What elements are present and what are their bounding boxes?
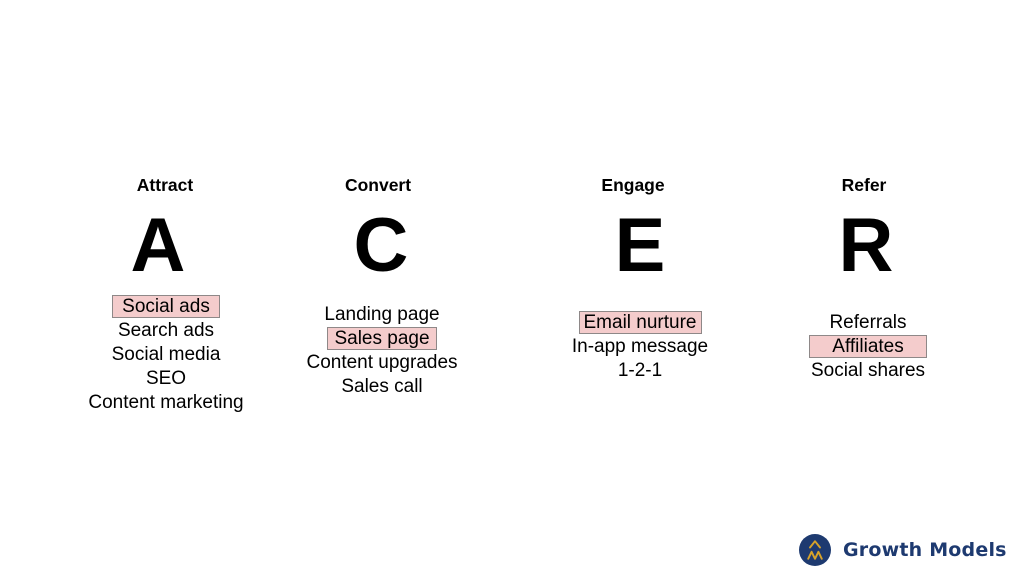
brand-name: Growth Models <box>843 539 1007 561</box>
tactics-list: Social ads Search ads Social media SEO C… <box>46 295 286 415</box>
tactic-item: Sales call <box>341 376 423 397</box>
tactic-item: Email nurture <box>520 311 760 335</box>
highlighted-tactic: Email nurture <box>578 311 702 334</box>
mountain-monogram-icon <box>799 534 831 566</box>
tactic-item: Social ads <box>46 295 286 319</box>
column-letter: C <box>353 202 409 288</box>
column-convert: Convert C Landing page Sales page Conten… <box>262 173 502 399</box>
tactic-item: Sales page <box>262 327 502 351</box>
highlighted-tactic: Affiliates <box>809 335 927 358</box>
tactic-item: Search ads <box>117 320 215 341</box>
brand-logo: Growth Models <box>799 534 1007 566</box>
tactic-item: Social shares <box>810 360 926 381</box>
tactic-item: Referrals <box>829 312 907 333</box>
column-header: Convert <box>344 175 412 195</box>
tactic-item: Content upgrades <box>306 352 458 373</box>
tactics-list: Email nurture In-app message 1-2-1 <box>520 311 760 383</box>
column-letter: E <box>614 202 666 288</box>
tactics-list: Referrals Affiliates Social shares <box>748 311 988 383</box>
column-refer: Refer R Referrals Affiliates Social shar… <box>748 173 988 383</box>
tactic-item: Social media <box>111 344 221 365</box>
column-engage: Engage E Email nurture In-app message 1-… <box>520 173 760 383</box>
tactic-item: 1-2-1 <box>617 360 663 381</box>
column-header: Attract <box>136 175 194 195</box>
tactic-item: Affiliates <box>748 335 988 359</box>
tactic-item: SEO <box>145 368 187 389</box>
highlighted-tactic: Social ads <box>112 295 220 318</box>
tactic-item: Landing page <box>324 304 440 325</box>
tactic-item: Content marketing <box>88 392 244 413</box>
tactics-list: Landing page Sales page Content upgrades… <box>262 303 502 399</box>
column-attract: Attract A Social ads Search ads Social m… <box>46 173 286 415</box>
column-letter: A <box>130 202 186 288</box>
highlighted-tactic: Sales page <box>327 327 437 350</box>
column-header: Refer <box>841 175 887 195</box>
column-letter: R <box>838 202 894 288</box>
tactic-item: In-app message <box>571 336 709 357</box>
column-header: Engage <box>601 175 665 195</box>
